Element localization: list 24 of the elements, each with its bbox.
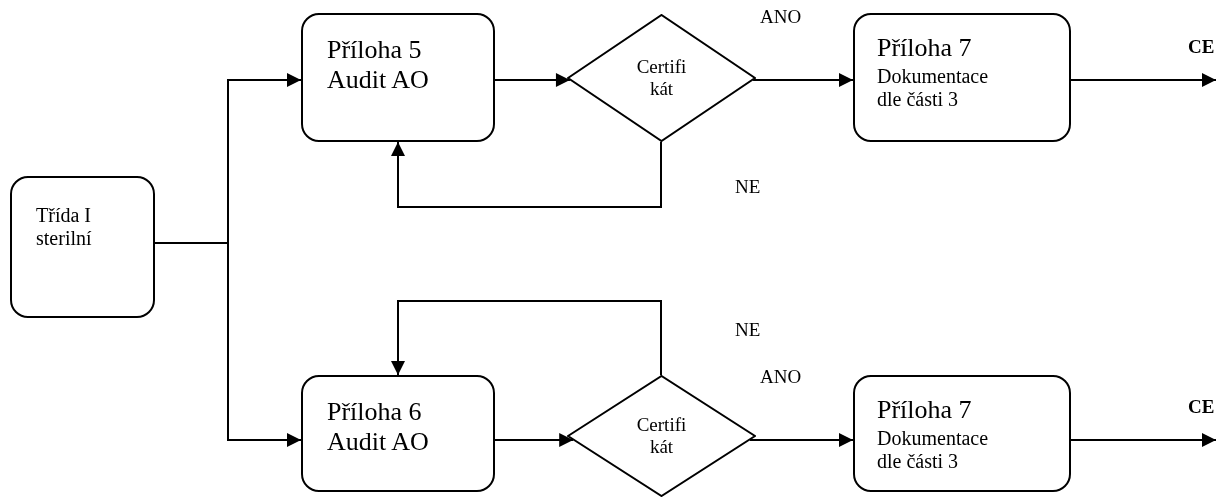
decision-diamond xyxy=(567,375,756,497)
arrow xyxy=(1070,433,1217,447)
box-title: Příloha 6 Audit AO xyxy=(327,397,430,457)
process-box xyxy=(10,176,155,318)
process-box xyxy=(301,13,495,142)
box-text: Dokumentace dle části 3 xyxy=(877,64,990,111)
box-title: Třída I sterilní xyxy=(36,204,93,250)
process-box xyxy=(853,13,1071,142)
box-text: Dokumentace dle části 3 xyxy=(877,426,990,473)
arrow xyxy=(154,242,302,447)
decision-text: Certifi kát xyxy=(635,56,688,100)
arrow xyxy=(1070,73,1217,87)
box-title: Příloha 7 xyxy=(877,395,972,425)
decision-text: Certifi kát xyxy=(635,414,688,458)
decision-diamond xyxy=(567,14,756,142)
process-box xyxy=(301,375,495,492)
arrow xyxy=(748,433,854,447)
arrow xyxy=(494,73,571,87)
box-title: Příloha 7 xyxy=(877,33,972,63)
arrow xyxy=(391,300,662,377)
box-title: Příloha 5 Audit AO xyxy=(327,35,430,95)
process-box xyxy=(853,375,1071,492)
arrow xyxy=(391,140,662,208)
arrow xyxy=(752,73,854,87)
